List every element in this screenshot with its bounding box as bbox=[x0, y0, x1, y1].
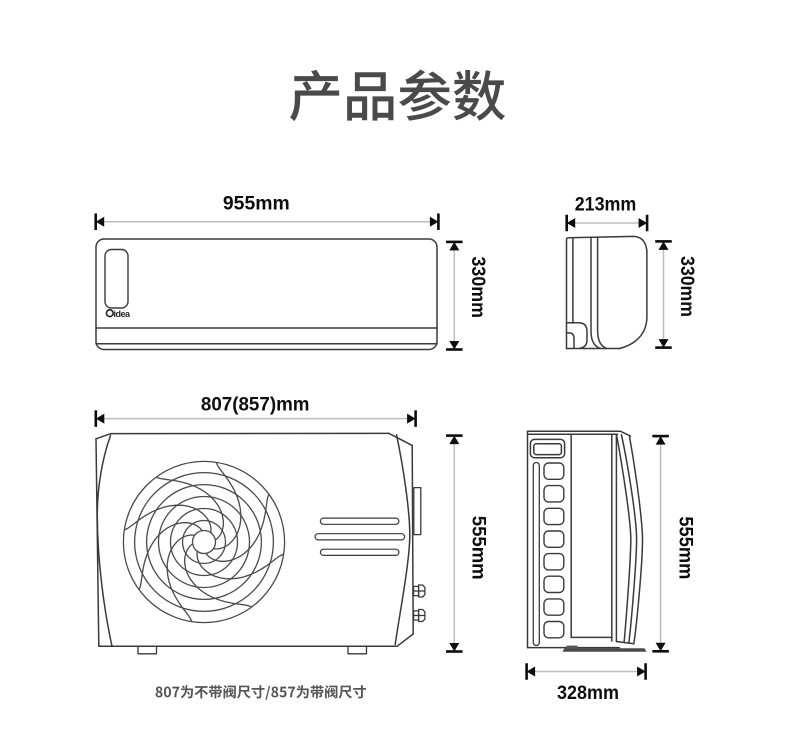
svg-text:955mm: 955mm bbox=[223, 192, 290, 214]
svg-text:213mm: 213mm bbox=[575, 194, 637, 216]
svg-text:328mm: 328mm bbox=[557, 682, 619, 704]
svg-text:555mm: 555mm bbox=[675, 516, 697, 579]
svg-text:330mm: 330mm bbox=[676, 256, 698, 317]
svg-text:330mm: 330mm bbox=[467, 257, 489, 318]
svg-text:807(857)mm: 807(857)mm bbox=[201, 394, 310, 416]
svg-text:555mm: 555mm bbox=[468, 516, 490, 580]
svg-text:idea: idea bbox=[114, 309, 132, 319]
